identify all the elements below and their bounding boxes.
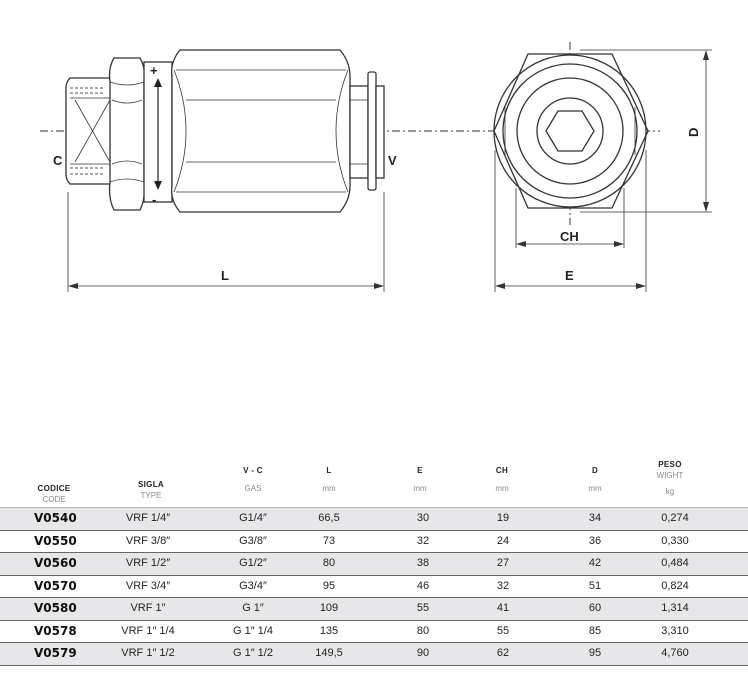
cell-vc: G 1″ 1/2 <box>233 647 273 659</box>
end-view <box>493 42 660 225</box>
header-e: E mm <box>413 466 427 493</box>
cell-peso: 3,310 <box>661 624 689 637</box>
header-peso: PESO WIGHT kg <box>656 460 684 496</box>
table-row: V0540 VRF 1/4″ G1/4″ 66,5 30 19 34 0,274 <box>0 508 748 531</box>
inlet-fitting <box>65 77 113 185</box>
dimension-e: E <box>494 150 647 292</box>
cell-sigla: VRF 3/4″ <box>125 579 171 592</box>
cell-ch: 62 <box>496 647 510 659</box>
cell-d: 85 <box>588 624 602 637</box>
cell-e: 30 <box>416 512 430 524</box>
cell-e: 80 <box>416 624 430 637</box>
header-ch: CH mm <box>495 466 509 493</box>
cell-peso: 4,760 <box>661 647 689 659</box>
cell-ch: 32 <box>496 579 510 592</box>
adjustment-body: + - <box>143 61 173 207</box>
cell-vc: G1/2″ <box>239 557 267 569</box>
cell-e: 46 <box>416 579 430 592</box>
dimension-d: D <box>580 49 712 213</box>
outlet-fitting <box>349 71 385 191</box>
cell-l: 80 <box>322 557 336 569</box>
cell-codice: V0579 <box>34 646 77 660</box>
cell-vc: G1/4″ <box>239 512 267 524</box>
cell-ch: 19 <box>496 512 510 524</box>
outlet-label-v: V <box>388 153 397 168</box>
cell-e: 55 <box>416 602 430 614</box>
cell-vc: G 1″ 1/4 <box>233 624 273 637</box>
cell-l: 73 <box>322 534 336 547</box>
cell-d: 95 <box>588 647 602 659</box>
cell-sigla: VRF 1″ 1/2 <box>121 647 175 659</box>
spec-table: CODICE CODE SIGLA TYPE V - C GAS L mm E … <box>0 452 748 666</box>
cell-codice: V0580 <box>34 601 77 615</box>
dimension-ch: CH <box>515 188 625 248</box>
cell-l: 95 <box>322 579 336 592</box>
cell-d: 34 <box>588 512 602 524</box>
cell-sigla: VRF 3/8″ <box>125 534 171 547</box>
cell-sigla: VRF 1″ <box>130 602 166 614</box>
cell-peso: 0,824 <box>661 579 689 592</box>
header-codice: CODICE CODE <box>37 484 71 504</box>
cell-d: 60 <box>588 602 602 614</box>
cell-ch: 41 <box>496 602 510 614</box>
minus-sign: - <box>152 192 156 207</box>
plus-sign: + <box>150 63 158 78</box>
cell-e: 32 <box>416 534 430 547</box>
cell-codice: V0570 <box>34 578 77 593</box>
hex-nut <box>108 57 146 211</box>
cell-l: 149,5 <box>315 647 343 659</box>
table-row: V0579 VRF 1″ 1/2 G 1″ 1/2 149,5 90 62 95 4,760 <box>0 643 748 666</box>
cell-codice: V0578 <box>34 623 77 638</box>
dimension-e-label: E <box>565 268 574 283</box>
cell-d: 51 <box>588 579 602 592</box>
cell-ch: 24 <box>496 534 510 547</box>
header-sigla: SIGLA TYPE <box>138 480 164 500</box>
dimension-l: L <box>67 192 385 292</box>
dimension-d-label: D <box>686 128 701 137</box>
cell-peso: 0,274 <box>661 512 689 524</box>
header-d: D mm <box>588 466 602 493</box>
cell-ch: 27 <box>496 557 510 569</box>
cell-d: 36 <box>588 534 602 547</box>
cell-sigla: VRF 1″ 1/4 <box>121 624 175 637</box>
cell-l: 135 <box>319 624 339 637</box>
cell-peso: 0,484 <box>661 557 689 569</box>
cell-sigla: VRF 1/4″ <box>125 512 171 524</box>
cell-vc: G3/8″ <box>239 534 267 547</box>
dimension-l-label: L <box>221 268 229 283</box>
cell-codice: V0550 <box>34 533 77 548</box>
table-row: V0578 VRF 1″ 1/4 G 1″ 1/4 135 80 55 85 3,310 <box>0 621 748 643</box>
header-l: L mm <box>322 466 336 493</box>
cell-l: 109 <box>319 602 339 614</box>
cell-sigla: VRF 1/2″ <box>125 557 171 569</box>
table-row: V0550 VRF 3/8″ G3/8″ 73 32 24 36 0,330 <box>0 531 748 553</box>
cell-l: 66,5 <box>318 512 340 524</box>
table-row: V0580 VRF 1″ G 1″ 109 55 41 60 1,314 <box>0 598 748 621</box>
table-row: V0560 VRF 1/2″ G1/2″ 80 38 27 42 0,484 <box>0 553 748 576</box>
table-header: CODICE CODE SIGLA TYPE V - C GAS L mm E … <box>0 452 748 508</box>
cell-vc: G 1″ <box>242 602 264 614</box>
inlet-label-c: C <box>53 153 63 168</box>
header-vc: V - C GAS <box>243 466 263 493</box>
cell-e: 38 <box>416 557 430 569</box>
cell-d: 42 <box>588 557 602 569</box>
cell-codice: V0540 <box>34 511 77 525</box>
table-row: V0570 VRF 3/4″ G3/4″ 95 46 32 51 0,824 <box>0 576 748 598</box>
cell-ch: 55 <box>496 624 510 637</box>
cell-peso: 0,330 <box>661 534 689 547</box>
cell-peso: 1,314 <box>661 602 689 614</box>
cell-codice: V0560 <box>34 556 77 570</box>
dimension-ch-label: CH <box>560 229 579 244</box>
main-body <box>171 49 351 213</box>
technical-drawing: + - C V L <box>40 42 712 292</box>
cell-e: 90 <box>416 647 430 659</box>
cell-vc: G3/4″ <box>239 579 267 592</box>
